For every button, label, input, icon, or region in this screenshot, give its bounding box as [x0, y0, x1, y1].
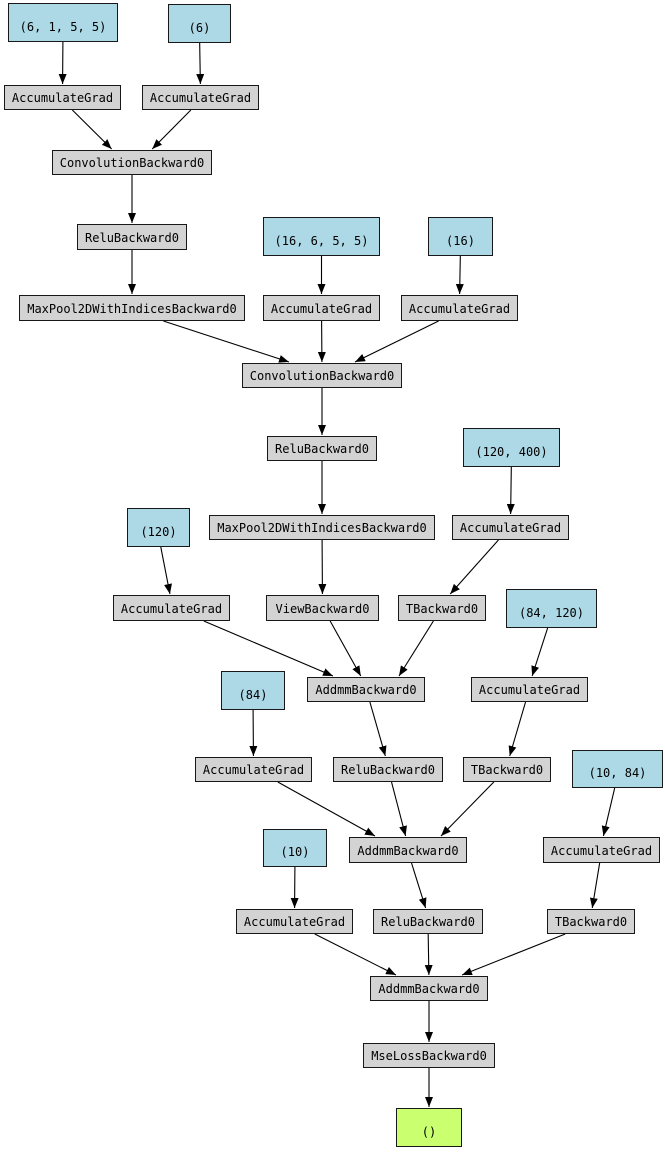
- node-t-backward0-1: TBackward0: [398, 595, 486, 621]
- node-tensor-10: (10): [263, 829, 327, 867]
- node-addmm-backward0-3: AddmmBackward0: [370, 976, 488, 1001]
- node-accumulate-grad-4: AccumulateGrad: [401, 295, 518, 321]
- node-accumulate-grad-1: AccumulateGrad: [4, 85, 121, 110]
- edge-arrow: [508, 701, 527, 757]
- node-accumulate-grad-7: AccumulateGrad: [471, 677, 588, 702]
- edge-arrow: [601, 787, 616, 837]
- edge-arrow: [354, 320, 439, 363]
- node-tensor-10-84: (10, 84): [572, 750, 663, 788]
- node-t-backward0-3: TBackward0: [547, 909, 635, 934]
- edge-arrow: [455, 255, 464, 295]
- edge-arrow: [71, 109, 113, 150]
- edge-arrow: [424, 933, 433, 976]
- node-convolution-backward0-1: ConvolutionBackward0: [52, 150, 212, 175]
- node-tensor-16-6-5-5: (16, 6, 5, 5): [263, 217, 380, 256]
- node-tensor-84-120: (84, 120): [506, 589, 597, 628]
- node-relu-backward0-1: ReluBackward0: [77, 224, 187, 250]
- edge-arrow: [449, 539, 499, 595]
- edge-arrow: [398, 620, 434, 677]
- node-maxpool2d-backward0-1: MaxPool2DWithIndicesBackward0: [19, 295, 245, 321]
- node-accumulate-grad-2: AccumulateGrad: [142, 85, 259, 110]
- node-tensor-120: (120): [127, 508, 190, 547]
- edge-arrow: [196, 42, 205, 85]
- node-convolution-backward0-2: ConvolutionBackward0: [242, 363, 402, 388]
- edge-arrow: [277, 781, 376, 837]
- node-accumulate-grad-3: AccumulateGrad: [263, 295, 380, 321]
- edge-arrow: [461, 933, 566, 976]
- edge-arrow: [163, 320, 290, 363]
- node-addmm-backward0-1: AddmmBackward0: [307, 677, 425, 702]
- node-t-backward0-2: TBackward0: [463, 757, 551, 782]
- node-relu-backward0-3: ReluBackward0: [333, 757, 443, 782]
- node-tensor-120-400: (120, 400): [463, 428, 560, 467]
- node-output-scalar: (): [396, 1108, 462, 1147]
- edge-arrow: [314, 933, 397, 976]
- edge-arrow: [160, 546, 172, 595]
- node-accumulate-grad-9: AccumulateGrad: [543, 837, 660, 863]
- node-view-backward0: ViewBackward0: [266, 595, 379, 621]
- edge-arrow: [329, 620, 362, 677]
- edge-arrow: [531, 627, 549, 677]
- node-accumulate-grad-5: AccumulateGrad: [452, 515, 569, 540]
- node-accumulate-grad-10: AccumulateGrad: [236, 909, 353, 934]
- edge-arrow: [390, 781, 407, 837]
- node-tensor-16: (16): [428, 217, 493, 256]
- node-maxpool2d-backward0-2: MaxPool2DWithIndicesBackward0: [209, 515, 435, 540]
- edge-arrow: [410, 862, 427, 909]
- edge-arrow: [151, 109, 192, 150]
- node-tensor-6-1-5-5: (6, 1, 5, 5): [8, 3, 118, 42]
- edge-arrow: [203, 620, 334, 677]
- node-mse-loss-backward0: MseLossBackward0: [363, 1043, 495, 1068]
- edge-arrow: [589, 862, 601, 909]
- edge-arrow: [506, 466, 515, 515]
- node-tensor-84: (84): [221, 671, 285, 710]
- node-relu-backward0-2: ReluBackward0: [267, 436, 377, 461]
- node-tensor-6: (6): [168, 4, 231, 43]
- node-addmm-backward0-2: AddmmBackward0: [349, 837, 467, 863]
- edge-arrow: [440, 781, 495, 837]
- node-accumulate-grad-8: AccumulateGrad: [195, 757, 312, 782]
- edge-arrow: [369, 701, 387, 757]
- node-accumulate-grad-6: AccumulateGrad: [113, 595, 230, 621]
- node-relu-backward0-4: ReluBackward0: [373, 909, 483, 934]
